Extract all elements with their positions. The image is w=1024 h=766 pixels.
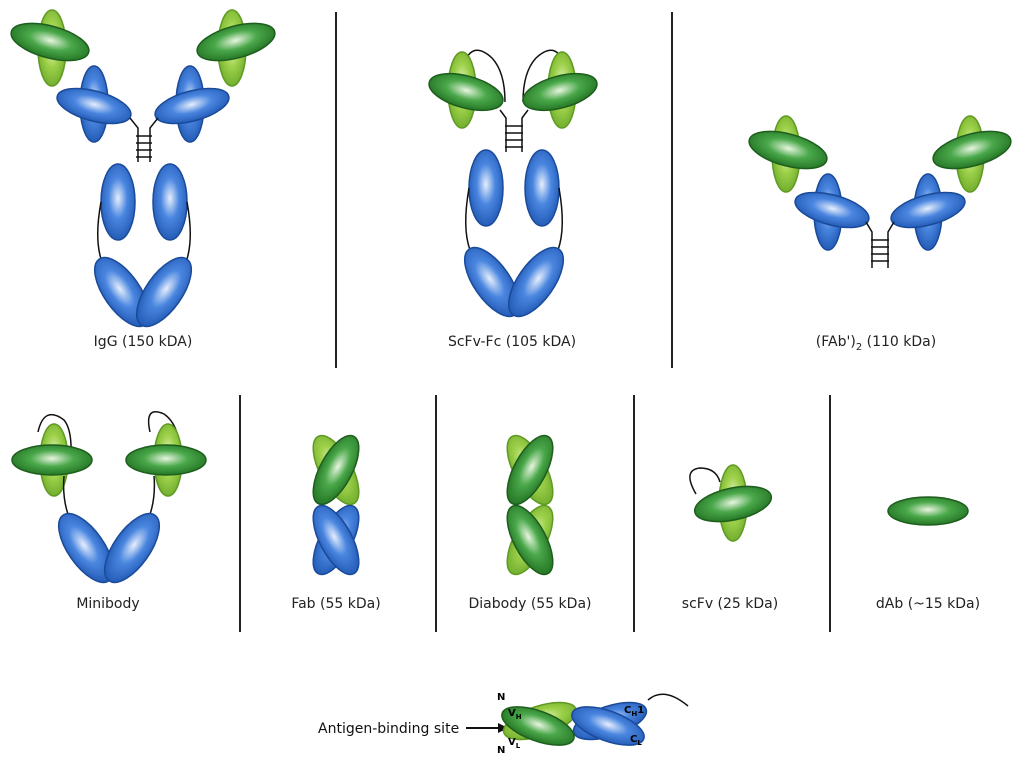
- vh-domain: [887, 496, 969, 526]
- hinge-disulfides: [129, 117, 159, 162]
- antigen-binding-legend: Antigen-binding site N N VH VL CH1 CL: [318, 692, 689, 756]
- dividers: [239, 12, 831, 632]
- vh-domain: [522, 72, 598, 112]
- dab-label: dAb (~15 kDa): [876, 596, 980, 612]
- vh-domain: [196, 22, 276, 62]
- fab-molecule: [312, 434, 360, 576]
- fab2-molecule: [748, 115, 1012, 268]
- vh-domain: [312, 434, 360, 506]
- antigen-binding-site-label: Antigen-binding site: [318, 721, 459, 737]
- minibody-molecule: [11, 411, 207, 584]
- ch1-domain: [794, 191, 870, 229]
- scfv-fc-label: ScFv-Fc (105 kDA): [448, 334, 576, 350]
- vh-domain: [506, 504, 554, 576]
- vh-domain: [428, 72, 504, 112]
- ch1-domain: [154, 87, 230, 125]
- ch1-domain: [56, 87, 132, 125]
- vh-domain: [932, 130, 1012, 170]
- igg-label: IgG (150 kDA): [94, 334, 193, 350]
- scfv-fc-molecule: [428, 49, 598, 318]
- ch2-domain: [468, 149, 504, 227]
- ch3-domain: [103, 512, 161, 584]
- diabody-label: Diabody (55 kDa): [469, 596, 592, 612]
- vh-domain: [10, 22, 90, 62]
- fab-label: Fab (55 kDa): [291, 596, 380, 612]
- diabody-molecule: [506, 434, 554, 576]
- vh-domain: [501, 706, 575, 746]
- ch1-label: CH1: [624, 705, 644, 718]
- igg-molecule: [10, 9, 276, 328]
- vh-domain: [506, 434, 554, 506]
- ch2-domain: [100, 163, 136, 241]
- fab2-label: (FAb')2 (110 kDa): [816, 334, 936, 353]
- scfv-label: scFv (25 kDa): [682, 596, 778, 612]
- ch3-domain: [135, 256, 193, 328]
- ch2-domain: [152, 163, 188, 241]
- dab-molecule: [887, 496, 969, 526]
- arrow-head-icon: [498, 723, 508, 733]
- vl-label: VL: [508, 737, 521, 750]
- vh-domain: [748, 130, 828, 170]
- hinge-disulfides: [499, 109, 529, 152]
- ch3-domain: [507, 246, 565, 318]
- cl-label: CL: [630, 734, 642, 747]
- vh-domain: [125, 444, 207, 476]
- ch1-domain: [571, 706, 645, 746]
- hinge-disulfides: [865, 221, 895, 268]
- scfv-molecule: [689, 464, 773, 542]
- n-terminus-bottom: N: [497, 745, 505, 756]
- vh-label: VH: [508, 708, 522, 721]
- ch2-domain: [524, 149, 560, 227]
- vh-domain: [693, 485, 773, 523]
- vh-domain: [11, 444, 93, 476]
- ch1-domain: [312, 504, 360, 576]
- ch1-domain: [890, 191, 966, 229]
- minibody-label: Minibody: [76, 596, 139, 612]
- n-terminus-top: N: [497, 692, 505, 703]
